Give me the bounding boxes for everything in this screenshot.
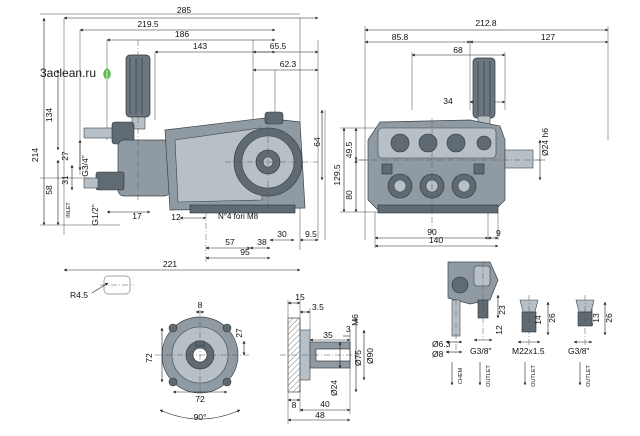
section-dim-lines <box>287 301 366 422</box>
dim-85-8: 85.8 <box>392 32 409 42</box>
dim-134: 134 <box>44 108 54 122</box>
sec-dim-48: 48 <box>315 410 325 420</box>
dim-90: 90 <box>427 227 437 237</box>
out-dim-26-b: 26 <box>604 313 614 323</box>
dim-221: 221 <box>163 259 177 269</box>
dim-127: 127 <box>541 32 555 42</box>
arrow-chem: CHEM <box>458 367 464 384</box>
label-inlet: INLET <box>66 202 72 218</box>
dim-57: 57 <box>225 237 235 247</box>
label-d6-3: Ø6.3 <box>432 339 451 349</box>
dim-27: 27 <box>60 151 70 161</box>
dim-80: 80 <box>344 190 354 200</box>
dim-12: 12 <box>171 212 181 222</box>
label-d8: Ø8 <box>432 349 444 359</box>
dim-9: 9 <box>496 228 501 238</box>
note-fori: N°4 fori M8 <box>218 212 259 221</box>
sec-dim-8: 8 <box>292 400 297 410</box>
dim-r4-5: R4.5 <box>70 290 88 300</box>
front-extension-lines <box>340 26 609 248</box>
dim-38: 38 <box>257 237 267 247</box>
arrow-outlet-3: OUTLET <box>586 365 592 387</box>
dim-17: 17 <box>132 211 142 221</box>
side-extension-lines <box>40 13 326 250</box>
flange-dim-lines <box>159 310 246 420</box>
dim-9-5: 9.5 <box>305 229 317 239</box>
dim-140: 140 <box>429 235 443 245</box>
flange-dim-90deg: 90° <box>194 412 207 422</box>
side-dim-lines <box>42 16 324 272</box>
site-logo[interactable]: 3aclean.ru <box>40 66 113 81</box>
dim-34: 34 <box>443 96 453 106</box>
dim-31: 31 <box>60 175 70 185</box>
dim-214: 214 <box>30 148 40 162</box>
sec-dim-d24: Ø24 <box>329 380 339 396</box>
leaf-icon <box>103 67 112 80</box>
dim-68: 68 <box>453 45 463 55</box>
arrow-outlet-1: OUTLET <box>486 365 492 387</box>
sec-dim-3-5: 3.5 <box>312 302 324 312</box>
dim-212-8: 212.8 <box>475 18 497 28</box>
dim-285: 285 <box>177 5 191 15</box>
dim-30: 30 <box>277 229 287 239</box>
dim-186: 186 <box>175 29 189 39</box>
flange-dim-72-h: 72 <box>195 394 205 404</box>
sec-dim-m6: M6 <box>350 314 360 326</box>
outlet-details: 23 12 26 14 26 13 Ø6.3 Ø8 G3/8" M22x1.5 … <box>432 261 614 387</box>
side-pump-body <box>83 54 306 214</box>
shaft-detail: R4.5 <box>70 275 134 300</box>
label-g3-4: G3/4" <box>80 155 90 176</box>
label-g3-8-b: G3/8" <box>568 346 589 356</box>
dim-49-5: 49.5 <box>344 141 354 158</box>
sec-dim-3: 3 <box>346 324 351 334</box>
sec-dim-d75: Ø75 <box>353 350 363 366</box>
dim-d24-h6: Ø24 h6 <box>540 128 550 156</box>
out-dim-26-a: 26 <box>547 313 557 323</box>
dim-65-5: 65.5 <box>270 41 287 51</box>
label-m22: M22x1.5 <box>512 346 545 356</box>
out-dim-13: 13 <box>591 313 601 323</box>
logo-text: 3aclean.ru <box>40 66 97 80</box>
section-view: 15 3.5 M6 35 3 Ø75 Ø90 Ø24 8 40 48 <box>280 292 375 424</box>
flange-dim-72-v: 72 <box>144 353 154 363</box>
out-dim-14: 14 <box>533 315 543 325</box>
sec-dim-d90: Ø90 <box>365 348 375 364</box>
dim-129-5: 129.5 <box>332 164 342 186</box>
flow-arrows <box>450 362 582 386</box>
dim-143: 143 <box>193 41 207 51</box>
sec-dim-15: 15 <box>295 292 305 302</box>
arrow-outlet-2: OUTLET <box>531 365 537 387</box>
front-pump-body <box>367 57 534 214</box>
dim-64: 64 <box>312 137 322 147</box>
dim-62-3: 62.3 <box>280 59 297 69</box>
flange-dim-27: 27 <box>234 328 244 338</box>
out-dim-12: 12 <box>494 325 504 335</box>
dim-58: 58 <box>44 185 54 195</box>
sec-dim-40: 40 <box>320 399 330 409</box>
front-view: 212.8 85.8 127 68 34 49.5 129.5 80 Ø24 h… <box>332 18 609 248</box>
front-dim-lines <box>342 28 609 248</box>
dim-95: 95 <box>240 247 250 257</box>
sec-dim-35: 35 <box>323 330 333 340</box>
side-view: 285 219.5 186 143 65.5 62.3 214 134 58 3… <box>30 5 326 272</box>
dim-219-5: 219.5 <box>137 19 159 29</box>
label-g1-2: G1/2" <box>90 204 100 225</box>
out-dim-23: 23 <box>497 305 507 315</box>
flange-dim-8: 8 <box>198 300 203 310</box>
label-g3-8-a: G3/8" <box>470 346 491 356</box>
flange-view: 72 72 8 27 90° <box>144 300 250 422</box>
